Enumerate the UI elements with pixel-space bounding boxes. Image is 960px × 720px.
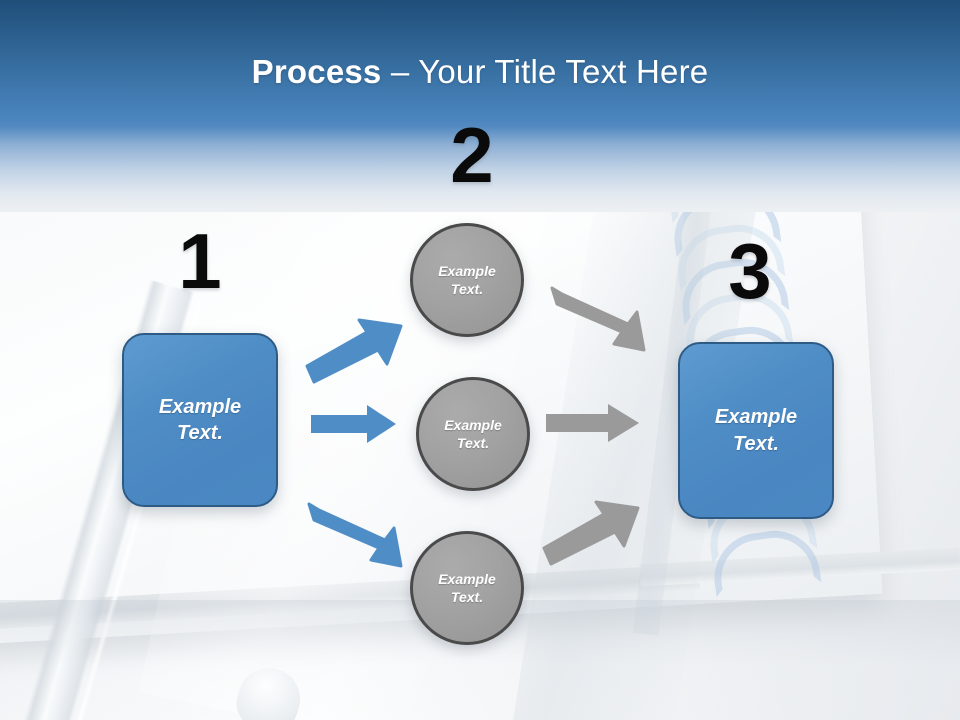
connector-arrow-down-right-gray[interactable]	[548, 284, 648, 356]
process-output-box[interactable]: Example Text.	[678, 342, 834, 519]
title-banner-fade	[0, 126, 960, 212]
step-number-3: 3	[728, 227, 772, 315]
spiral-coil	[708, 524, 822, 598]
process-circle-middle[interactable]: Example Text.	[416, 377, 530, 491]
pen-tip	[230, 660, 308, 720]
connector-arrow-down-right-blue[interactable]	[305, 500, 405, 572]
connector-arrow-up-right-gray[interactable]	[542, 500, 642, 570]
title-separator: –	[381, 53, 419, 90]
title-rest-part: Your Title Text Here	[418, 53, 709, 90]
notebook-edge-right	[639, 547, 960, 587]
step-number-2: 2	[450, 111, 494, 199]
connector-arrow-up-right-blue[interactable]	[305, 318, 405, 388]
process-input-box[interactable]: Example Text.	[122, 333, 278, 507]
process-circle-top-label: Example Text.	[438, 262, 496, 297]
process-input-box-label: Example Text.	[158, 395, 242, 444]
title-banner	[0, 0, 960, 126]
page-title: Process – Your Title Text Here	[0, 52, 960, 92]
title-bold-part: Process	[251, 53, 382, 90]
process-circle-bottom[interactable]: Example Text.	[410, 531, 524, 645]
process-output-box-label: Example Text.	[714, 406, 798, 455]
connector-arrow-right-gray[interactable]	[546, 403, 640, 443]
connector-arrow-right-blue[interactable]	[311, 404, 397, 444]
process-circle-middle-label: Example Text.	[444, 416, 502, 451]
step-number-1: 1	[178, 217, 222, 305]
notebook-edge-front	[0, 563, 701, 633]
process-circle-bottom-label: Example Text.	[438, 570, 496, 605]
process-circle-top[interactable]: Example Text.	[410, 223, 524, 337]
